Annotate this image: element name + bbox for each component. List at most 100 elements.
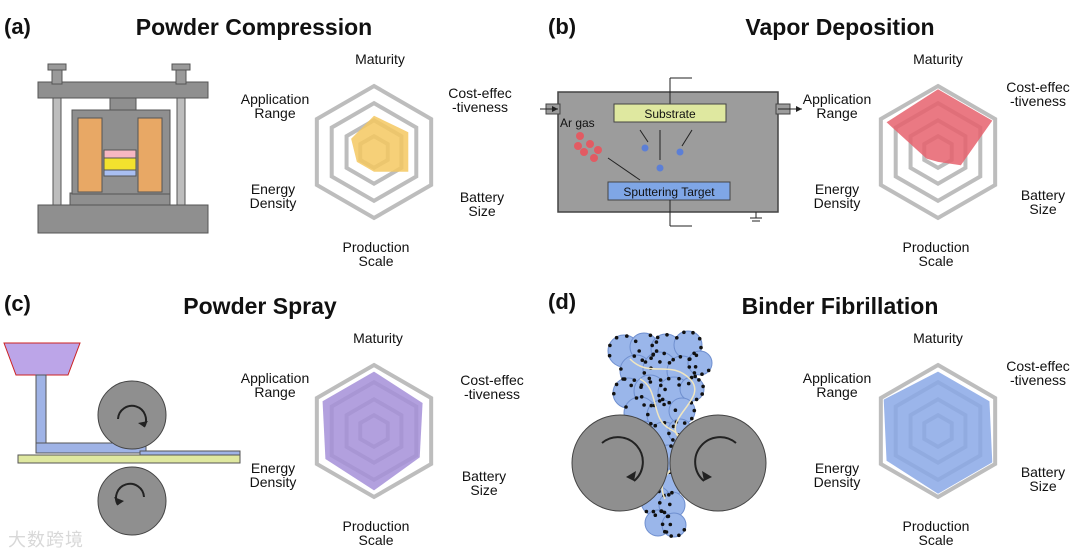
carbon-dot bbox=[655, 335, 660, 340]
carbon-dot bbox=[658, 360, 662, 364]
panel-d-svg bbox=[571, 330, 998, 538]
carbon-dot bbox=[671, 357, 675, 362]
ar-gas-label: Ar gas bbox=[560, 116, 595, 130]
carbon-dot bbox=[662, 510, 667, 515]
carbon-dot bbox=[690, 416, 694, 421]
carbon-dot bbox=[642, 371, 647, 375]
carbon-dot bbox=[649, 356, 653, 360]
panel-title: Binder Fibrillation bbox=[741, 293, 939, 319]
carbon-dot bbox=[633, 339, 638, 344]
carbon-dot bbox=[669, 534, 673, 538]
carbon-dot bbox=[671, 438, 675, 442]
carbon-dot bbox=[657, 399, 662, 403]
carbon-dot bbox=[624, 405, 628, 409]
carbon-dot bbox=[643, 360, 648, 364]
carbon-dot bbox=[692, 351, 696, 356]
carbon-dot bbox=[692, 408, 697, 413]
carbon-dot bbox=[666, 376, 671, 381]
carbon-dot bbox=[637, 349, 641, 353]
axis-label-battery-size: Battery Size bbox=[459, 189, 505, 219]
carbon-dot bbox=[665, 333, 669, 337]
radar-data-area bbox=[322, 371, 423, 491]
carbon-dot bbox=[639, 383, 644, 387]
carbon-dot bbox=[667, 361, 672, 365]
panel-label: (c) bbox=[4, 291, 31, 316]
carbon-dot bbox=[694, 397, 699, 402]
carbon-dot bbox=[667, 431, 671, 436]
carbon-dot bbox=[677, 383, 681, 387]
axis-label-maturity: Maturity bbox=[353, 330, 403, 346]
panel-d: (d) Binder Fibrillation Maturity Cost-ef… bbox=[540, 279, 1080, 558]
axis-label-production-scale: Production Scale bbox=[342, 239, 410, 269]
carbon-dot bbox=[660, 397, 665, 402]
carbon-dot bbox=[619, 367, 623, 371]
axis-label-application-range: Application Range bbox=[802, 91, 872, 121]
carbon-dot bbox=[697, 378, 701, 382]
carbon-dot bbox=[657, 393, 661, 398]
carbon-dot bbox=[632, 354, 637, 358]
carbon-dot bbox=[648, 333, 653, 338]
carbon-dot bbox=[650, 343, 654, 348]
carbon-dot bbox=[701, 384, 705, 389]
axis-label-cost-effectiveness: Cost-effec -tiveness bbox=[1006, 79, 1070, 109]
radar-grid-ring bbox=[878, 83, 998, 221]
axis-label-application-range: Application Range bbox=[240, 370, 310, 400]
carbon-dot bbox=[659, 509, 664, 513]
panel-c: (c) Powder Spray Maturity Cost-effec -ti… bbox=[0, 279, 540, 558]
axis-label-battery-size: Battery Size bbox=[461, 468, 507, 498]
carbon-dot bbox=[658, 501, 662, 505]
panel-label: (d) bbox=[548, 289, 577, 314]
carbon-dot bbox=[692, 371, 697, 375]
carbon-dot bbox=[660, 522, 665, 527]
axis-label-production-scale: Production Scale bbox=[902, 518, 970, 548]
carbon-dot bbox=[629, 383, 633, 388]
carbon-dot bbox=[654, 340, 659, 344]
carbon-dot bbox=[658, 378, 663, 382]
panel-a-svg bbox=[37, 63, 434, 234]
watermark: 大数跨境 bbox=[8, 530, 84, 550]
carbon-dot bbox=[682, 421, 687, 425]
carbon-dot bbox=[663, 529, 667, 534]
axis-label-energy-density: Energy Density bbox=[813, 460, 861, 490]
axis-label-production-scale: Production Scale bbox=[902, 239, 970, 269]
radar-data-area bbox=[883, 371, 993, 494]
carbon-dot bbox=[646, 412, 650, 417]
axis-label-cost-effectiveness: Cost-effec -tiveness bbox=[460, 372, 524, 402]
carbon-dot bbox=[654, 349, 659, 353]
carbon-dot bbox=[691, 330, 695, 335]
panel-a: (a) Powder Compression Maturity Cost-eff… bbox=[0, 0, 540, 279]
carbon-dot bbox=[686, 381, 691, 386]
carbon-dot bbox=[693, 374, 697, 379]
radar-data-area bbox=[886, 89, 993, 166]
carbon-dot bbox=[675, 336, 679, 340]
axis-label-cost-effectiveness: Cost-effec -tiveness bbox=[448, 85, 512, 115]
arrow-head bbox=[626, 471, 636, 481]
rotation-arrow bbox=[601, 436, 644, 482]
carbon-dot bbox=[659, 383, 663, 388]
carbon-dot bbox=[662, 402, 666, 407]
carbon-dot bbox=[648, 380, 653, 384]
carbon-dot bbox=[668, 502, 672, 507]
carbon-dot bbox=[662, 351, 666, 356]
carbon-dot bbox=[668, 522, 673, 527]
carbon-dot bbox=[653, 423, 658, 428]
axis-label-application-range: Application Range bbox=[240, 91, 310, 121]
axis-label-battery-size: Battery Size bbox=[1020, 187, 1066, 217]
carbon-dot bbox=[673, 408, 678, 412]
radar-grid-ring bbox=[878, 362, 998, 500]
carbon-dot bbox=[651, 353, 655, 357]
panel-label: (a) bbox=[4, 14, 31, 39]
fibrillation-apparatus bbox=[571, 330, 767, 538]
carbon-dot bbox=[678, 355, 683, 359]
axis-label-energy-density: Energy Density bbox=[249, 460, 297, 490]
carbon-dot bbox=[634, 396, 639, 400]
press-machine bbox=[37, 63, 209, 234]
panel-label: (b) bbox=[548, 14, 577, 39]
carbon-dot bbox=[688, 357, 692, 361]
axis-label-maturity: Maturity bbox=[913, 51, 963, 67]
panel-title: Powder Spray bbox=[183, 293, 337, 319]
axis-label-energy-density: Energy Density bbox=[249, 181, 297, 211]
axis-label-application-range: Application Range bbox=[802, 370, 872, 400]
carbon-dot bbox=[682, 330, 686, 335]
carbon-dot bbox=[677, 533, 681, 538]
